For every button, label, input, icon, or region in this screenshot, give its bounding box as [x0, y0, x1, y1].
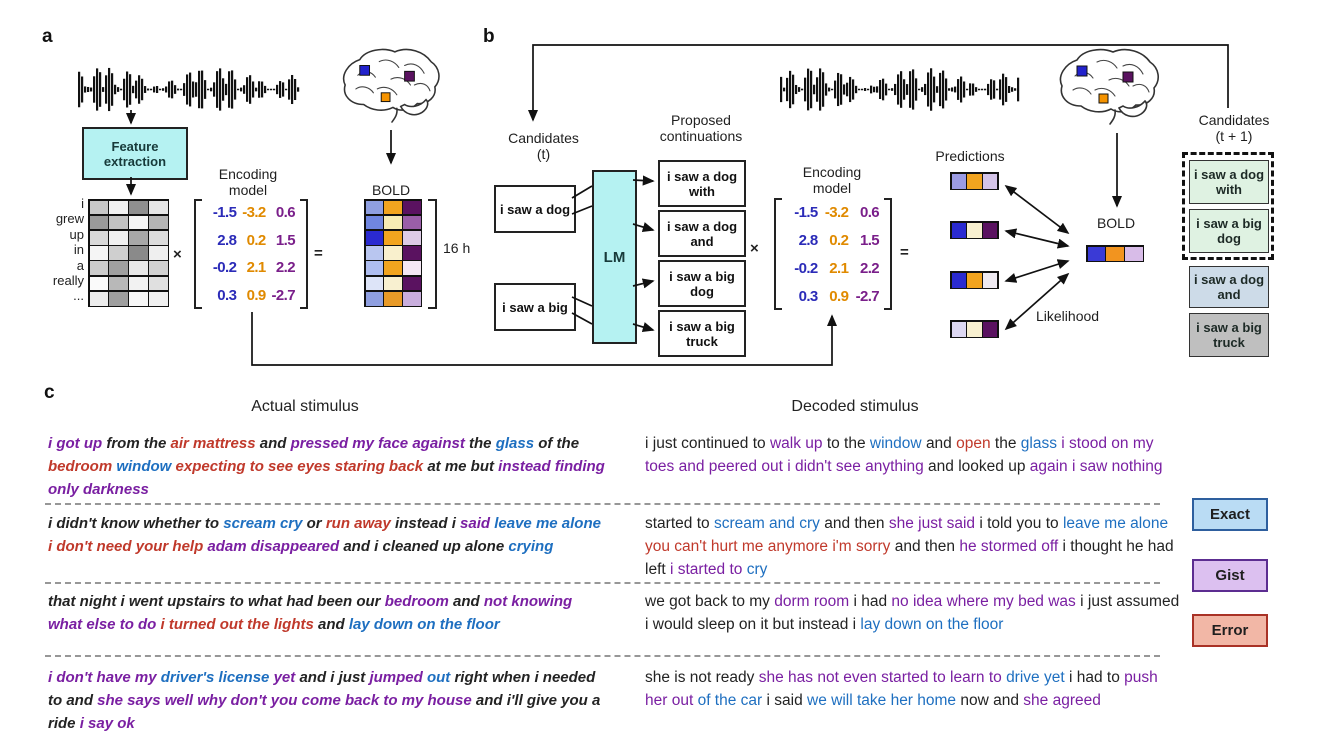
decoded-stimulus-row-4: she is not ready she has not even starte…	[645, 669, 1158, 709]
panel-c-label: c	[44, 382, 55, 403]
legend-error: Error	[1192, 614, 1268, 647]
row-separator-2	[45, 582, 1160, 584]
actual-stimulus-header: Actual stimulus	[251, 398, 359, 415]
prediction-strip-4	[950, 320, 999, 338]
candidates-t1-label: Candidates (t + 1)	[1198, 112, 1270, 144]
prediction-strip-3	[950, 271, 999, 289]
audio-waveform-a	[78, 67, 300, 112]
duration-bracket	[428, 199, 437, 309]
actual-stimulus-row-4: i don't have my driver's license yet and…	[48, 669, 601, 732]
equals-sign-b: =	[900, 244, 909, 261]
decoded-stimulus-header: Decoded stimulus	[791, 398, 919, 415]
matrix-bracket-right-a	[300, 199, 308, 309]
matrix-bracket-right-b	[884, 198, 892, 310]
continuation-box-2: i saw a dog and	[658, 210, 746, 257]
brain-b-illustration	[1052, 46, 1164, 126]
row-separator-3	[45, 655, 1160, 657]
panel-a-label: a	[42, 26, 53, 47]
decoded-stimulus-row-3: we got back to my dorm room i had no ide…	[645, 593, 1180, 633]
candidates-t-label: Candidates (t)	[508, 130, 579, 162]
bold-label-b: BOLD	[1096, 215, 1136, 231]
matrix-bracket-left-b	[774, 198, 782, 310]
bold-label-a: BOLD	[371, 182, 411, 198]
continuation-box-1: i saw a dog with	[658, 160, 746, 207]
proposed-continuations-label: Proposed continuations	[659, 112, 743, 144]
duration-label: 16 h	[443, 240, 471, 256]
brain-a-illustration	[336, 46, 444, 124]
candidate-t1-box-4: i saw a big truck	[1189, 313, 1269, 357]
stimulus-feature-matrix	[88, 199, 169, 307]
feature-extraction-box: Feature extraction	[82, 127, 188, 180]
actual-stimulus-row-1: i got up from the air mattress and press…	[48, 435, 605, 498]
continuation-box-3: i saw a big dog	[658, 260, 746, 307]
bold-response-matrix	[364, 199, 422, 307]
times-sign-a: ×	[173, 246, 182, 263]
selected-candidates-outline	[1182, 152, 1274, 260]
candidate-box-1: i saw a dog	[494, 185, 576, 233]
legend-exact: Exact	[1192, 498, 1268, 531]
prediction-strip-2	[950, 221, 999, 239]
candidate-t1-box-1: i saw a dog with	[1189, 160, 1269, 204]
panel-b-label: b	[483, 26, 495, 47]
candidate-t1-box-3: i saw a dog and	[1189, 266, 1269, 308]
times-sign-b: ×	[750, 240, 759, 257]
equals-sign-a: =	[314, 245, 323, 262]
predictions-label: Predictions	[935, 148, 1005, 164]
stimulus-word-list: i grew up in a really ...	[52, 196, 84, 304]
encoding-model-label-a: Encoding model	[218, 166, 278, 198]
actual-stimulus-row-3: that night i went upstairs to what had b…	[48, 593, 573, 633]
language-model-box: LM	[592, 170, 637, 344]
decoded-stimulus-row-1: i just continued to walk up to the windo…	[645, 435, 1163, 475]
decoded-stimulus-row-2: started to scream and cry and then she j…	[645, 515, 1174, 578]
prediction-strip-1	[950, 172, 999, 190]
candidate-t1-box-2: i saw a big dog	[1189, 209, 1269, 253]
bold-strip-b	[1086, 245, 1144, 262]
row-separator-1	[45, 503, 1160, 505]
legend-gist: Gist	[1192, 559, 1268, 592]
matrix-bracket-left-a	[194, 199, 202, 309]
audio-waveform-b	[780, 68, 1020, 111]
encoding-model-label-b: Encoding model	[802, 164, 862, 196]
continuation-box-4: i saw a big truck	[658, 310, 746, 357]
actual-stimulus-row-2: i didn't know whether to scream cry or r…	[48, 515, 601, 555]
likelihood-label: Likelihood	[1036, 308, 1100, 324]
candidate-box-2: i saw a big	[494, 283, 576, 331]
